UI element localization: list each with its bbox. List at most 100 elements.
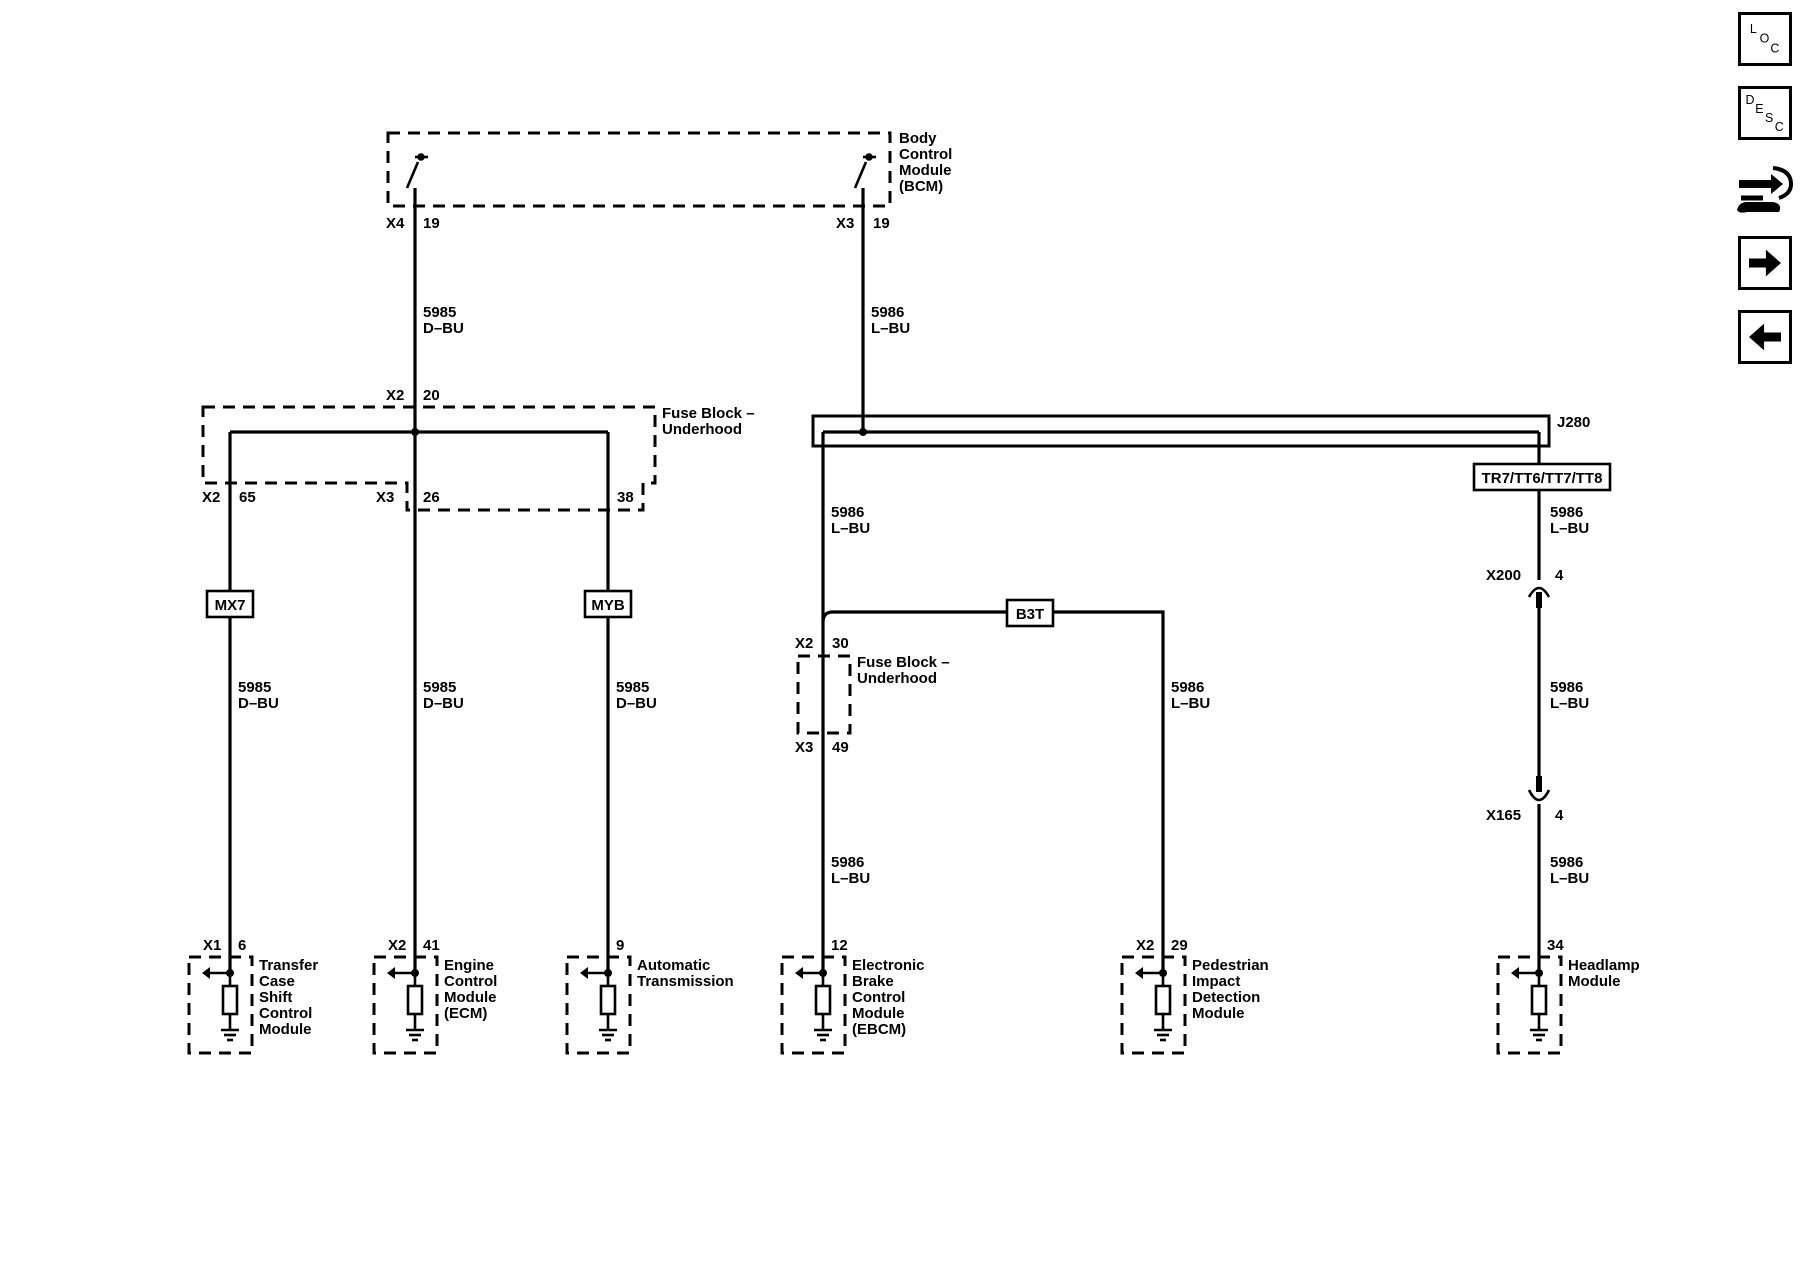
splice-j280-pack — [811, 414, 1551, 448]
fuse2-out-conn: X3 — [795, 739, 813, 756]
desc-letter-c: C — [1775, 120, 1784, 134]
desc-letter-d: D — [1745, 93, 1754, 107]
module-name-line: Transfer — [259, 957, 318, 974]
fuse1-in-conn: X2 — [386, 387, 404, 404]
module-name-line: Engine — [444, 957, 494, 974]
module-conn: X2 — [388, 937, 406, 954]
wire-5985-color-4: D–BU — [616, 695, 657, 712]
splice-j280-junction — [859, 428, 867, 436]
bcm-right-pin: 19 — [873, 215, 890, 232]
fuse1-out2-conn: X3 — [376, 489, 394, 506]
module-pin: 9 — [616, 937, 624, 954]
module-conn: X1 — [203, 937, 221, 954]
x165-conn: X165 — [1486, 807, 1521, 824]
module-name-line: (ECM) — [444, 1005, 487, 1022]
module-resistor — [599, 984, 617, 1016]
module-outline — [187, 955, 254, 1055]
wire-5986-color-3: L–BU — [1171, 695, 1210, 712]
fuse2-name-1: Fuse Block – — [857, 654, 950, 671]
wire-5986-circuit-4: 5986 — [831, 854, 864, 871]
module-resistor — [221, 984, 239, 1016]
module-name-line: Module — [444, 989, 497, 1006]
wire-5986-circuit-5: 5986 — [1550, 504, 1583, 521]
module-pin: 34 — [1547, 937, 1564, 954]
description-icon[interactable]: D E S C — [1738, 86, 1792, 140]
module-pin: 29 — [1171, 937, 1188, 954]
fuse2-name-2: Underhood — [857, 670, 937, 687]
module-name-line: Control — [259, 1005, 312, 1022]
option-trim-label: TR7/TT6/TT7/TT8 — [1482, 470, 1603, 487]
wire-5986-color-4: L–BU — [831, 870, 870, 887]
module-name-line: Control — [444, 973, 497, 990]
module-name-line: Control — [852, 989, 905, 1006]
module-name-line: Transmission — [637, 973, 734, 990]
desc-letter-s: S — [1765, 111, 1773, 125]
module-name-line: Module — [852, 1005, 905, 1022]
wire-5986-color-2: L–BU — [831, 520, 870, 537]
x200-pin: 4 — [1555, 567, 1564, 584]
option-b3t-label: B3T — [1016, 606, 1044, 623]
module-input-arrow-icon — [1135, 967, 1143, 979]
fuse1-name-2: Underhood — [662, 421, 742, 438]
module-outline — [780, 955, 847, 1055]
bcm-name-1: Body — [899, 130, 937, 147]
inline-connector-x165 — [1527, 776, 1551, 804]
module-name-line: Impact — [1192, 973, 1240, 990]
module-name-line: Headlamp — [1568, 957, 1640, 974]
arrow-left-icon[interactable] — [1738, 310, 1792, 364]
wire-5985-circuit-3: 5985 — [423, 679, 456, 696]
wire-5985-circuit-1: 5985 — [423, 304, 456, 321]
module-input-arrow-icon — [202, 967, 210, 979]
fuse2-in-pin: 30 — [832, 635, 849, 652]
module-name-line: Brake — [852, 973, 894, 990]
wire-5986-circuit-1: 5986 — [871, 304, 904, 321]
wire-5986-circuit-2: 5986 — [831, 504, 864, 521]
module-name-line: (EBCM) — [852, 1021, 906, 1038]
module-resistor — [814, 984, 832, 1016]
option-mx7-label: MX7 — [215, 597, 246, 614]
option-box-trim — [1472, 462, 1612, 492]
bcm-left-pin: 19 — [423, 215, 440, 232]
fuse-block-1-outline — [201, 405, 657, 512]
module-resistor — [1530, 984, 1548, 1016]
arrow-right-icon[interactable] — [1738, 236, 1792, 290]
module-resistor — [406, 984, 424, 1016]
fuse1-out2-pin: 26 — [423, 489, 440, 506]
module-name-line: Case — [259, 973, 295, 990]
bcm-name-3: Module — [899, 162, 952, 179]
option-box-b3t — [1005, 598, 1055, 628]
wire-5986-color-6: L–BU — [1550, 695, 1589, 712]
loc-letter-o: O — [1760, 32, 1770, 46]
splice-name: J280 — [1557, 414, 1590, 431]
module-input-arrow-icon — [387, 967, 395, 979]
desc-letter-e: E — [1755, 102, 1763, 116]
bcm-name-2: Control — [899, 146, 952, 163]
bcm-outline — [386, 131, 892, 208]
wire-5985-circuit-4: 5985 — [616, 679, 649, 696]
bcm-left-conn: X4 — [386, 215, 405, 232]
module-outline — [372, 955, 439, 1055]
module-outline — [1120, 955, 1187, 1055]
option-box-myb — [583, 589, 633, 619]
fuse-block-2-outline — [796, 654, 852, 735]
location-icon[interactable]: L O C — [1738, 12, 1792, 66]
module-name-line: Module — [1568, 973, 1621, 990]
module-name-line: Shift — [259, 989, 292, 1006]
bcm-name-4: (BCM) — [899, 178, 943, 195]
loc-letter-l: L — [1750, 22, 1757, 36]
wire-5986-color-5: L–BU — [1550, 520, 1589, 537]
wire-5986-circuit-7: 5986 — [1550, 854, 1583, 871]
module-name-line: Automatic — [637, 957, 710, 974]
connector-wrench-icon[interactable] — [1733, 158, 1795, 220]
module-name-line: Module — [259, 1021, 312, 1038]
x165-pin: 4 — [1555, 807, 1564, 824]
fuse1-out1-conn: X2 — [202, 489, 220, 506]
fuse1-out3-pin: 38 — [617, 489, 634, 506]
